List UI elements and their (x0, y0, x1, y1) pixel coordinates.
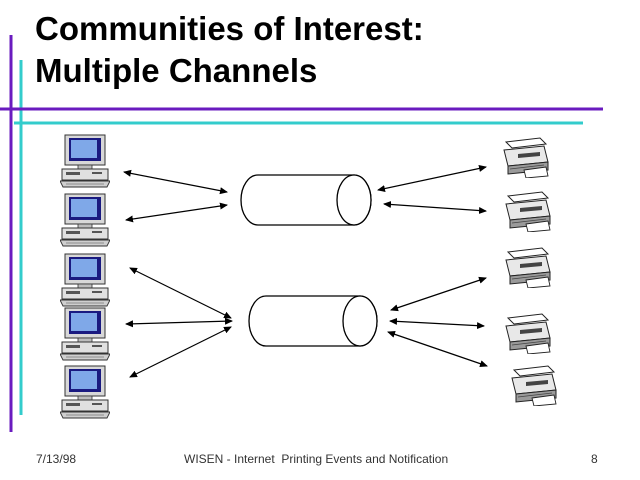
printer-icon-3 (505, 247, 551, 288)
channel-cylinder-bottom (248, 295, 378, 347)
computer-icon-4 (60, 307, 110, 361)
arrow-channel2-printer4 (389, 317, 485, 330)
arrow-client1-channel1 (123, 169, 228, 195)
computer-icon-1 (60, 134, 110, 188)
printer-icon-4 (505, 313, 551, 354)
slide-title-line-2: Multiple Channels (35, 52, 318, 89)
slide-title: Communities of Interest: Multiple Channe… (35, 8, 424, 92)
slide-title-line-1: Communities of Interest: (35, 10, 424, 47)
computer-icon-2 (60, 193, 110, 247)
footer-page-number: 8 (591, 452, 598, 466)
channel-cylinder-top (240, 174, 372, 226)
arrow-client4-channel2 (125, 317, 233, 328)
footer-date: 7/13/98 (36, 452, 77, 466)
computer-icon-3 (60, 253, 110, 307)
arrow-client5-channel2 (129, 326, 232, 378)
printer-icon-5 (511, 365, 557, 406)
arrow-channel2-printer5 (387, 330, 488, 368)
arrow-channel2-printer3 (390, 276, 487, 312)
printer-icon-2 (505, 191, 551, 232)
printer-icon-1 (503, 137, 549, 178)
arrow-client3-channel2 (129, 267, 232, 319)
arrow-channel1-printer1 (377, 165, 487, 192)
footer-center-text: WISEN - Internet Printing Events and Not… (184, 452, 449, 466)
arrow-channel1-printer2 (383, 200, 487, 215)
computer-icon-5 (60, 365, 110, 419)
arrow-client2-channel1 (125, 202, 228, 223)
